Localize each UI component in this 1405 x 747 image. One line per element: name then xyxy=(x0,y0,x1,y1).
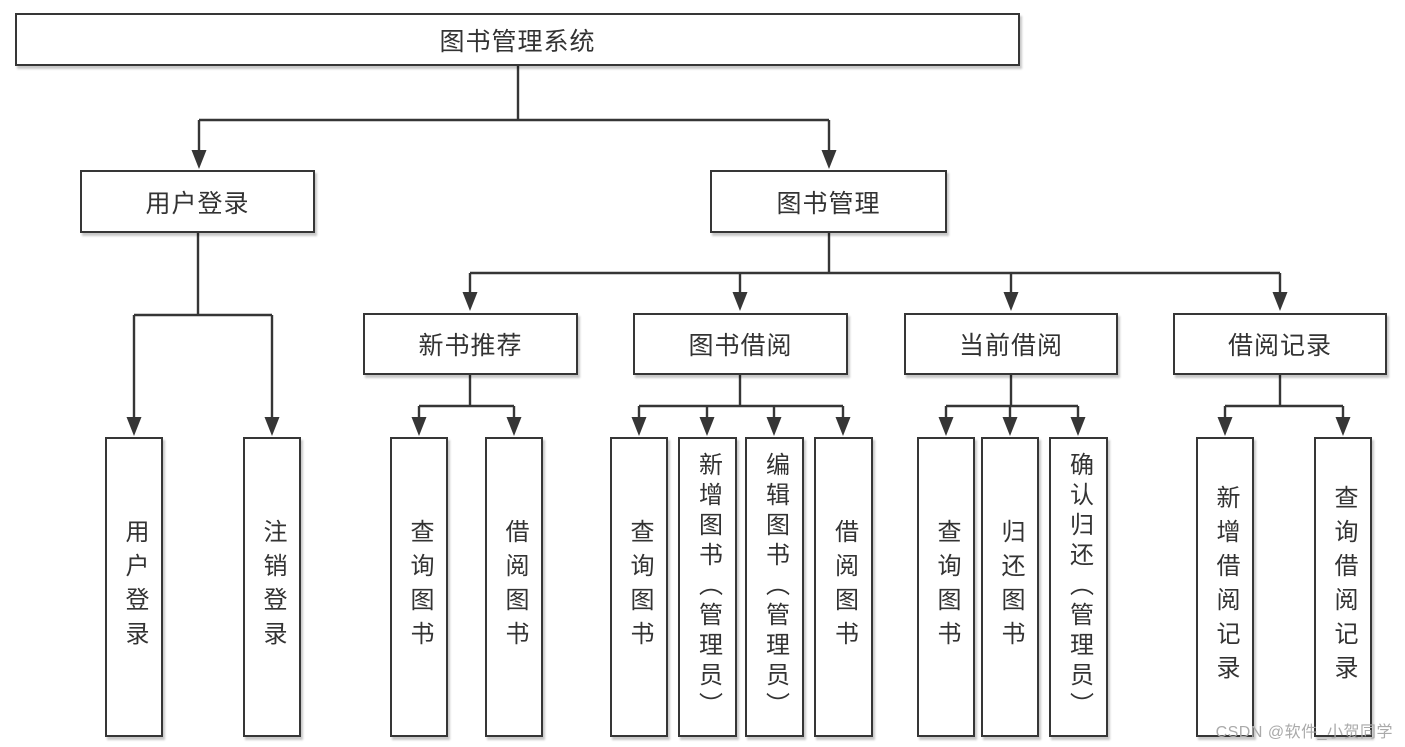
arrow-icon xyxy=(411,417,427,436)
leaf-label: 查询图书 xyxy=(406,519,433,655)
node-label: 当前借阅 xyxy=(958,332,1063,360)
node-label: 图书借阅 xyxy=(688,332,793,360)
node-label: 借阅记录 xyxy=(1227,332,1332,360)
arrow-icon xyxy=(1003,292,1019,311)
node-label: 用户登录 xyxy=(145,189,250,218)
leaf-logout: 注销登录 xyxy=(243,437,301,737)
node-label: 图书管理系统 xyxy=(439,27,596,56)
leaf-label: 借阅图书 xyxy=(830,519,858,655)
arrow-icon xyxy=(699,417,715,436)
arrow-icon xyxy=(821,150,837,169)
arrow-icon xyxy=(1272,292,1288,311)
leaf-user-login: 用户登录 xyxy=(105,437,163,737)
node-label: 新书推荐 xyxy=(418,332,523,360)
arrow-icon xyxy=(191,150,207,169)
leaf-add-borrow-record: 新增借阅记录 xyxy=(1196,437,1254,737)
arrow-icon xyxy=(938,417,954,436)
arrow-icon xyxy=(766,417,782,436)
leaf-query-books-recommend: 查询图书 xyxy=(390,437,448,737)
leaf-label: 确认归还（管理员） xyxy=(1065,452,1093,722)
node-label: 图书管理 xyxy=(776,189,881,218)
leaf-borrow-books-borrowing: 借阅图书 xyxy=(814,437,873,737)
arrowheads xyxy=(126,150,1351,436)
leaf-label: 借阅图书 xyxy=(501,519,528,655)
node-user-login: 用户登录 xyxy=(80,170,315,233)
arrow-icon xyxy=(1217,417,1233,436)
csdn-watermark: CSDN @软件_小贺同学 xyxy=(1215,724,1393,741)
leaf-label: 注销登录 xyxy=(259,519,286,655)
leaf-label: 归还图书 xyxy=(997,519,1024,655)
node-borrowing-records: 借阅记录 xyxy=(1173,313,1387,375)
arrow-icon xyxy=(1335,417,1351,436)
leaf-edit-books-admin: 编辑图书（管理员） xyxy=(745,437,804,737)
leaf-label: 查询图书 xyxy=(933,519,960,655)
arrow-icon xyxy=(462,292,478,311)
leaf-add-books-admin: 新增图书（管理员） xyxy=(678,437,737,737)
arrow-icon xyxy=(835,417,851,436)
leaf-label: 查询图书 xyxy=(626,519,653,655)
arrow-icon xyxy=(1002,417,1018,436)
leaf-return-books: 归还图书 xyxy=(981,437,1039,737)
arrow-icon xyxy=(1070,417,1086,436)
arrow-icon xyxy=(126,417,142,436)
arrow-icon xyxy=(506,417,522,436)
arrow-icon xyxy=(631,417,647,436)
node-current-borrowing: 当前借阅 xyxy=(904,313,1118,375)
leaf-confirm-return-admin: 确认归还（管理员） xyxy=(1049,437,1108,737)
node-new-book-recommendation: 新书推荐 xyxy=(363,313,578,375)
leaf-label: 用户登录 xyxy=(121,519,148,655)
node-book-management: 图书管理 xyxy=(710,170,947,233)
leaf-query-books-current: 查询图书 xyxy=(917,437,975,737)
arrow-icon xyxy=(732,292,748,311)
leaf-label: 编辑图书（管理员） xyxy=(761,452,789,722)
node-book-borrowing: 图书借阅 xyxy=(633,313,848,375)
leaf-query-books-borrowing: 查询图书 xyxy=(610,437,668,737)
node-library-management-system: 图书管理系统 xyxy=(15,13,1020,66)
leaf-label: 查询借阅记录 xyxy=(1330,485,1357,689)
leaf-query-borrow-record: 查询借阅记录 xyxy=(1314,437,1372,737)
arrow-icon xyxy=(264,417,280,436)
leaf-label: 新增借阅记录 xyxy=(1212,485,1239,689)
leaf-label: 新增图书（管理员） xyxy=(694,452,722,722)
leaf-borrow-books-recommend: 借阅图书 xyxy=(485,437,543,737)
connector-lines xyxy=(132,66,1345,419)
